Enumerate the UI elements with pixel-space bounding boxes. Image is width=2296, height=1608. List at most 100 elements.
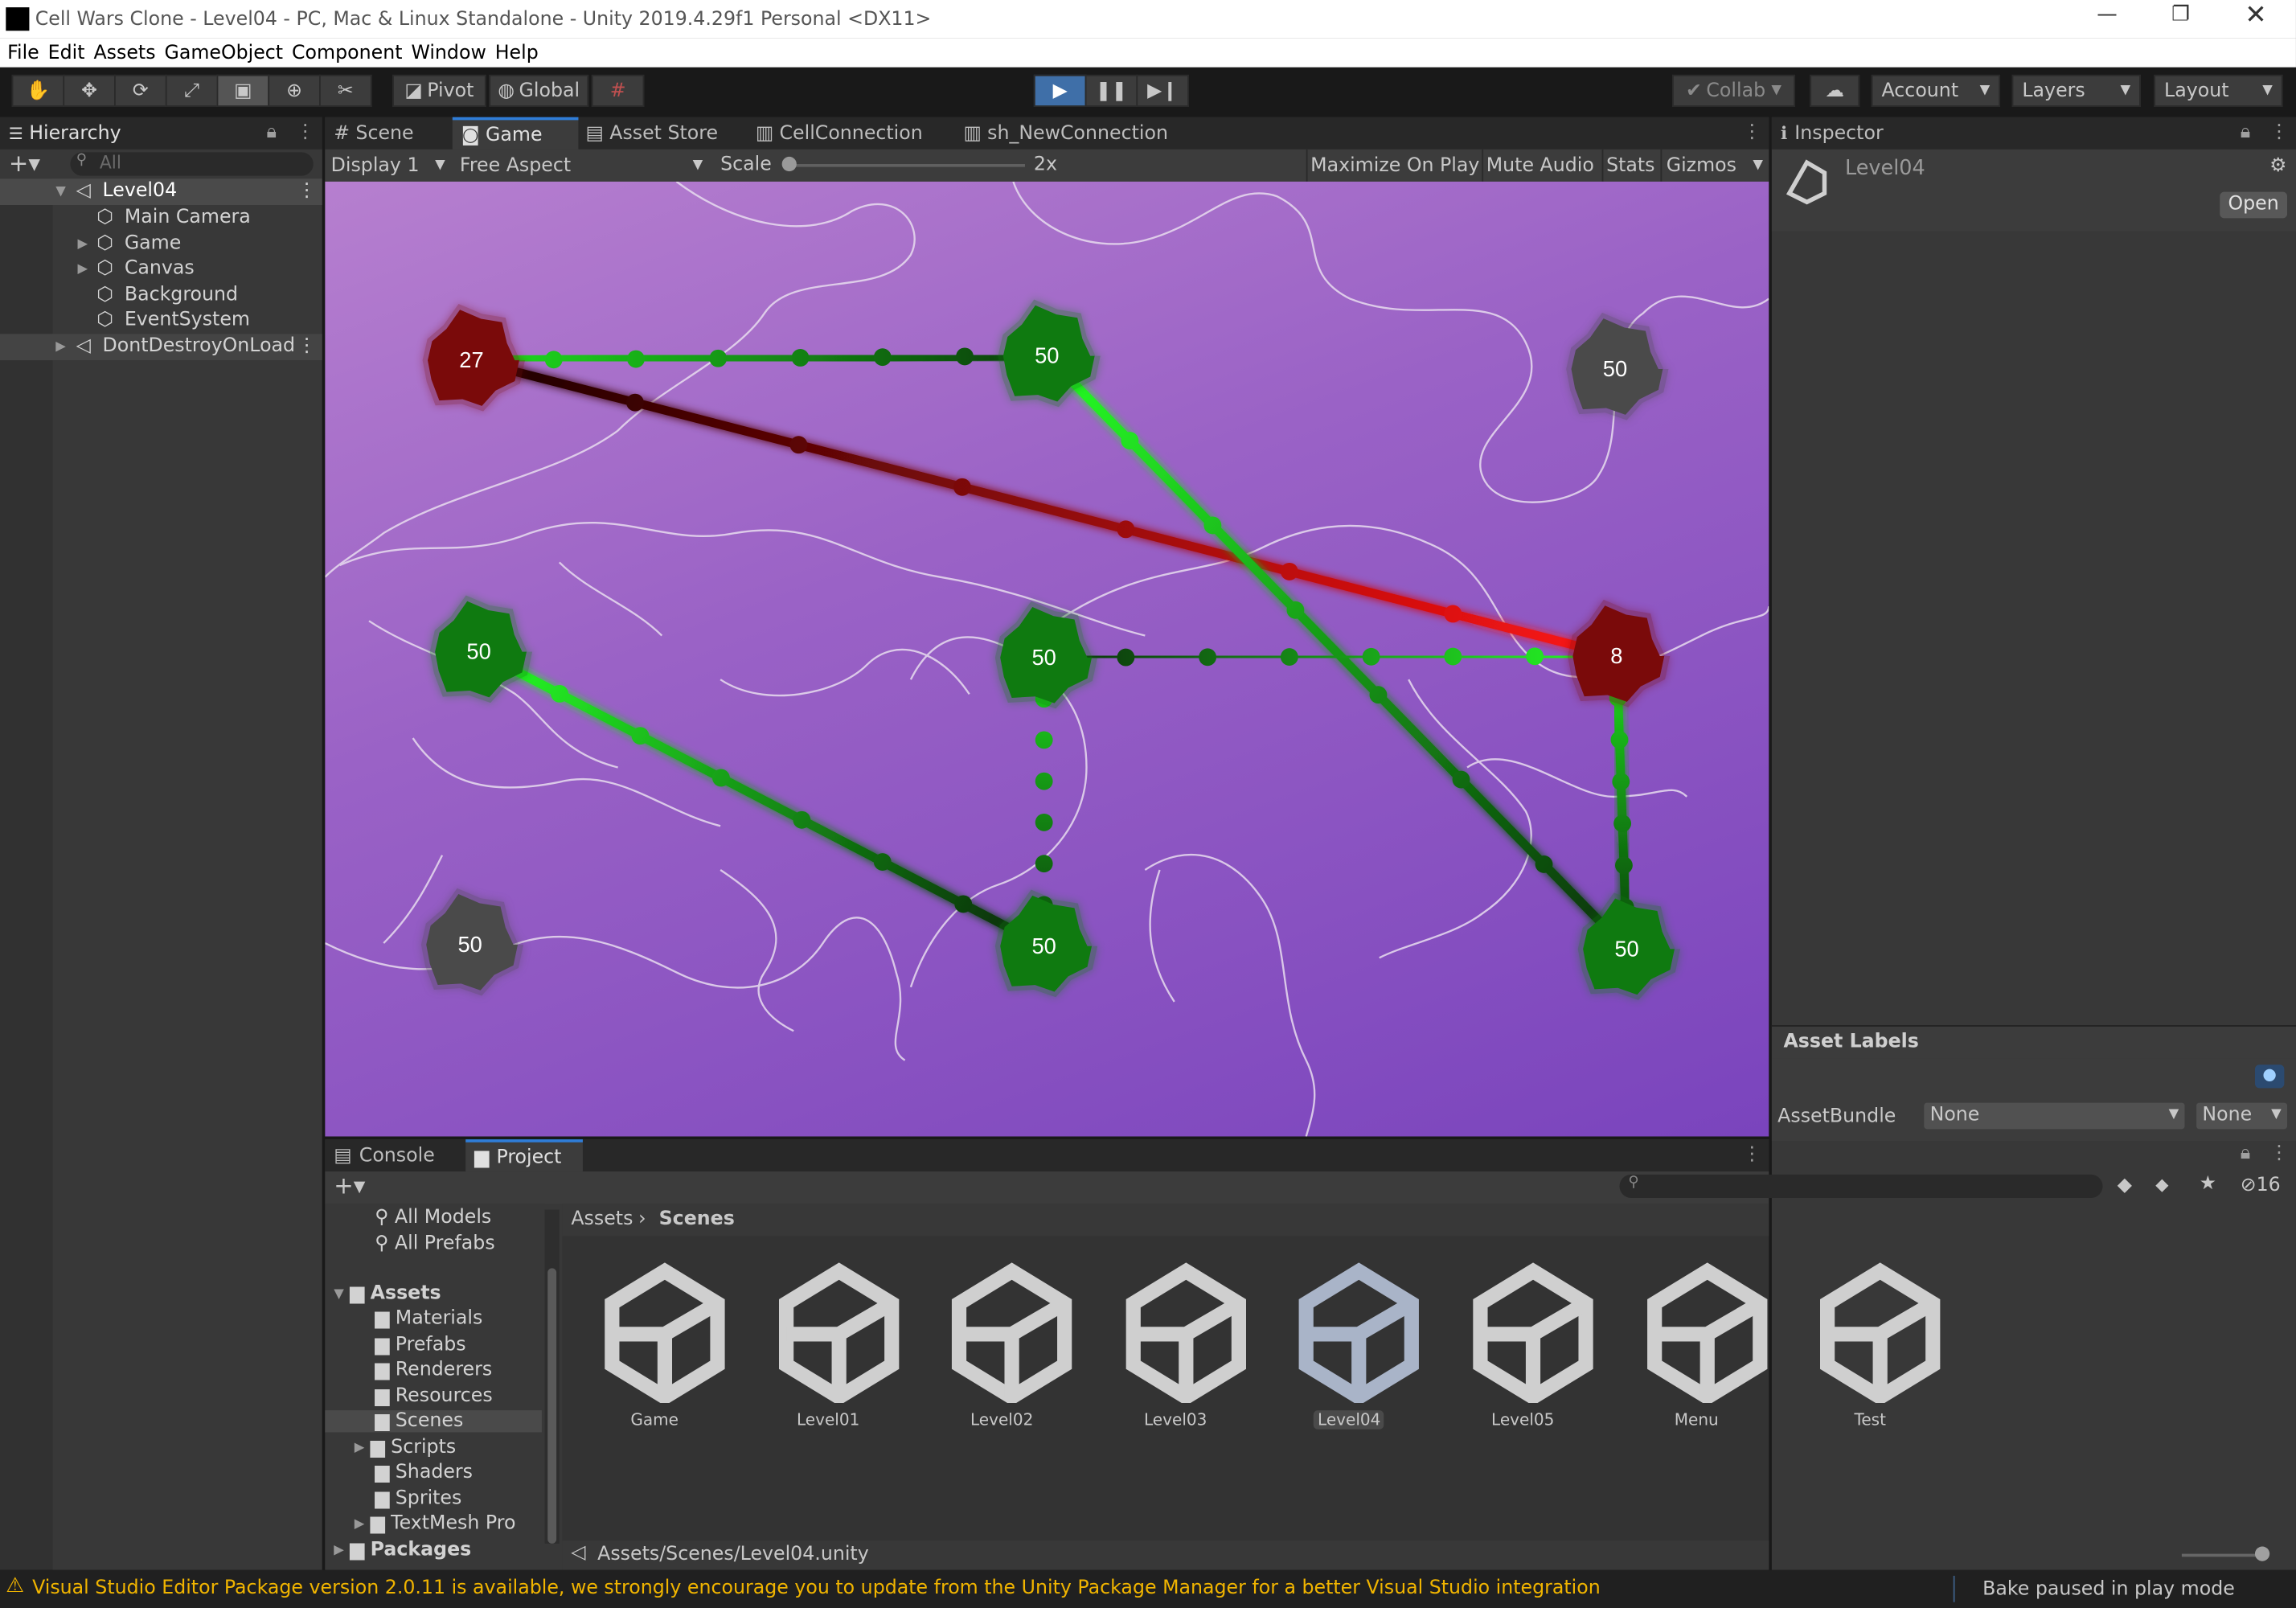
open-button[interactable]: Open [2220,191,2288,219]
hierarchy-row-canvas[interactable]: ▶ ⬡ Canvas [77,258,195,281]
collab-dropdown[interactable]: ✔Collab▼ [1672,74,1796,107]
maximize-on-play-toggle[interactable]: Maximize On Play [1306,149,1482,182]
hierarchy-row-background[interactable]: ⬡ Background [96,284,239,307]
tab-sh-newconnection[interactable]: ▥sh_NewConnection [963,122,1168,145]
folder-prefabs[interactable]: ▆Prefabs [375,1334,466,1356]
move-tool-button[interactable]: ✥ [63,74,116,107]
zoom-slider[interactable] [2181,1546,2270,1561]
cell-body[interactable] [1000,607,1093,704]
expand-arrow-icon[interactable]: ▼ [334,1286,344,1302]
cell-body[interactable] [1572,605,1665,702]
rotate-tool-button[interactable]: ⟳ [114,74,167,107]
gizmos-dropdown[interactable]: Gizmos▼ [1660,149,1769,182]
close-window-button[interactable]: ✕ [2245,0,2267,31]
more-options-icon[interactable]: ⋮ [297,335,317,358]
scene-asset-level03[interactable]: Level03 [1095,1259,1256,1438]
cell-c2[interactable]: 50 [998,299,1101,408]
folder-packages[interactable]: ▶▆Packages [334,1539,472,1561]
folder-renderers[interactable]: ▆Renderers [375,1359,493,1381]
pause-button[interactable]: ❚❚ [1084,74,1138,107]
expand-arrow-icon[interactable]: ▶ [55,339,66,355]
folder-sprites[interactable]: ▆Sprites [375,1487,462,1510]
folder-scenes[interactable]: ▆Scenes [325,1410,542,1433]
tab-scene[interactable]: #Scene [334,122,414,145]
grid-snap-button[interactable]: # [591,74,645,107]
expand-arrow-icon[interactable]: ▶ [77,236,88,252]
cell-c6[interactable]: 8 [1567,599,1671,708]
cloud-button[interactable]: ☁ [1810,74,1860,107]
scene-asset-level01[interactable]: Level01 [748,1259,908,1438]
folder-scripts[interactable]: ▶▆Scripts [354,1436,457,1459]
more-options-icon[interactable]: ⋮ [295,121,315,144]
cell-c4[interactable]: 50 [429,595,533,704]
hand-tool-button[interactable]: ✋ [11,74,65,107]
menu-help[interactable]: Help [494,41,539,64]
menu-file[interactable]: File [7,41,39,64]
menu-edit[interactable]: Edit [47,41,85,64]
cell-body[interactable] [1583,898,1675,995]
global-toggle[interactable]: ◍Global [489,74,589,107]
step-button[interactable]: ▶❙ [1136,74,1189,107]
more-options-icon[interactable]: ⋮ [297,180,317,203]
lock-icon[interactable]: 🔒︎ [266,121,277,144]
display-dropdown[interactable]: Display 1▼ [330,154,445,177]
hidden-packages-icon[interactable]: ⊘16 [2240,1174,2281,1197]
folder-assets[interactable]: ▼▆Assets [334,1282,441,1305]
cell-body[interactable] [428,310,519,406]
more-options-icon[interactable]: ⋮ [2269,121,2289,144]
scene-asset-level04[interactable]: Level04 [1269,1259,1429,1438]
aspect-dropdown[interactable]: Free Aspect▼ [459,154,703,177]
scale-slider-handle[interactable] [781,156,797,172]
favorite-star-icon[interactable]: ★ [2199,1173,2216,1196]
menu-gameobject[interactable]: GameObject [164,41,284,64]
create-button[interactable]: +▾ [8,149,40,178]
expand-arrow-icon[interactable]: ▶ [354,1516,365,1532]
restore-button[interactable]: ❐ [2171,2,2191,27]
mute-audio-toggle[interactable]: Mute Audio [1482,149,1597,182]
scene-asset-level02[interactable]: Level02 [921,1259,1082,1438]
folder-resources[interactable]: ▆Resources [375,1385,493,1408]
folder-materials[interactable]: ▆Materials [375,1307,483,1330]
expand-arrow-icon[interactable]: ▶ [334,1542,344,1558]
cell-body[interactable] [1002,305,1095,402]
tab-project[interactable]: ▆Project [465,1139,583,1172]
cell-c3[interactable]: 50 [1566,312,1669,420]
status-warning-text[interactable]: Visual Studio Editor Package version 2.0… [32,1577,1601,1600]
menu-component[interactable]: Component [292,41,403,64]
favorite-all-models[interactable]: ⚲All Models [375,1206,492,1229]
tab-asset-store[interactable]: ▤Asset Store [585,122,719,145]
filter-by-label-icon[interactable]: ⬥ [2155,1174,2169,1197]
folder-textmesh-pro[interactable]: ▶▆TextMesh Pro [354,1512,516,1535]
breadcrumb-assets[interactable]: Assets [571,1208,633,1231]
hierarchy-row-eventsystem[interactable]: ⬡ EventSystem [96,309,250,332]
hierarchy-search-input[interactable]: ⚲ All [70,152,314,176]
pivot-toggle[interactable]: ◪Pivot [392,74,486,107]
menu-window[interactable]: Window [411,41,486,64]
tab-cellconnection[interactable]: ▥CellConnection [755,122,923,145]
create-button[interactable]: +▾ [334,1171,366,1200]
project-search-field[interactable]: ⚲ [1619,1174,2103,1198]
cell-c7[interactable]: 50 [420,888,524,996]
assetbundle-variant-dropdown[interactable]: None ▼ [2196,1102,2288,1130]
cell-c8[interactable]: 50 [994,889,1098,998]
breadcrumb-scenes[interactable]: Scenes [658,1208,735,1231]
rect-tool-button[interactable]: ▣ [216,74,270,107]
scene-asset-game[interactable]: Game [574,1259,735,1438]
folder-shaders[interactable]: ▆Shaders [375,1461,473,1484]
stats-toggle[interactable]: Stats [1601,149,1658,182]
menu-assets[interactable]: Assets [93,41,156,64]
more-options-icon[interactable]: ⋮ [2269,1142,2289,1165]
filter-by-type-icon[interactable]: ◆ [2117,1174,2132,1197]
cell-body[interactable] [426,894,519,991]
layout-dropdown[interactable]: Layout▼ [2154,74,2283,107]
hierarchy-row-main-camera[interactable]: ⬡ Main Camera [96,207,251,229]
cell-body[interactable] [1000,895,1093,992]
tab-game[interactable]: ◙Game [452,117,579,150]
scene-asset-test[interactable]: Test [1790,1259,1950,1438]
folder-tree-scrollbar[interactable] [544,1209,560,1544]
favorite-all-prefabs[interactable]: ⚲All Prefabs [375,1233,495,1256]
custom-tool-button[interactable]: ✂ [319,74,372,107]
scene-asset-menu[interactable]: Menu [1616,1259,1777,1438]
